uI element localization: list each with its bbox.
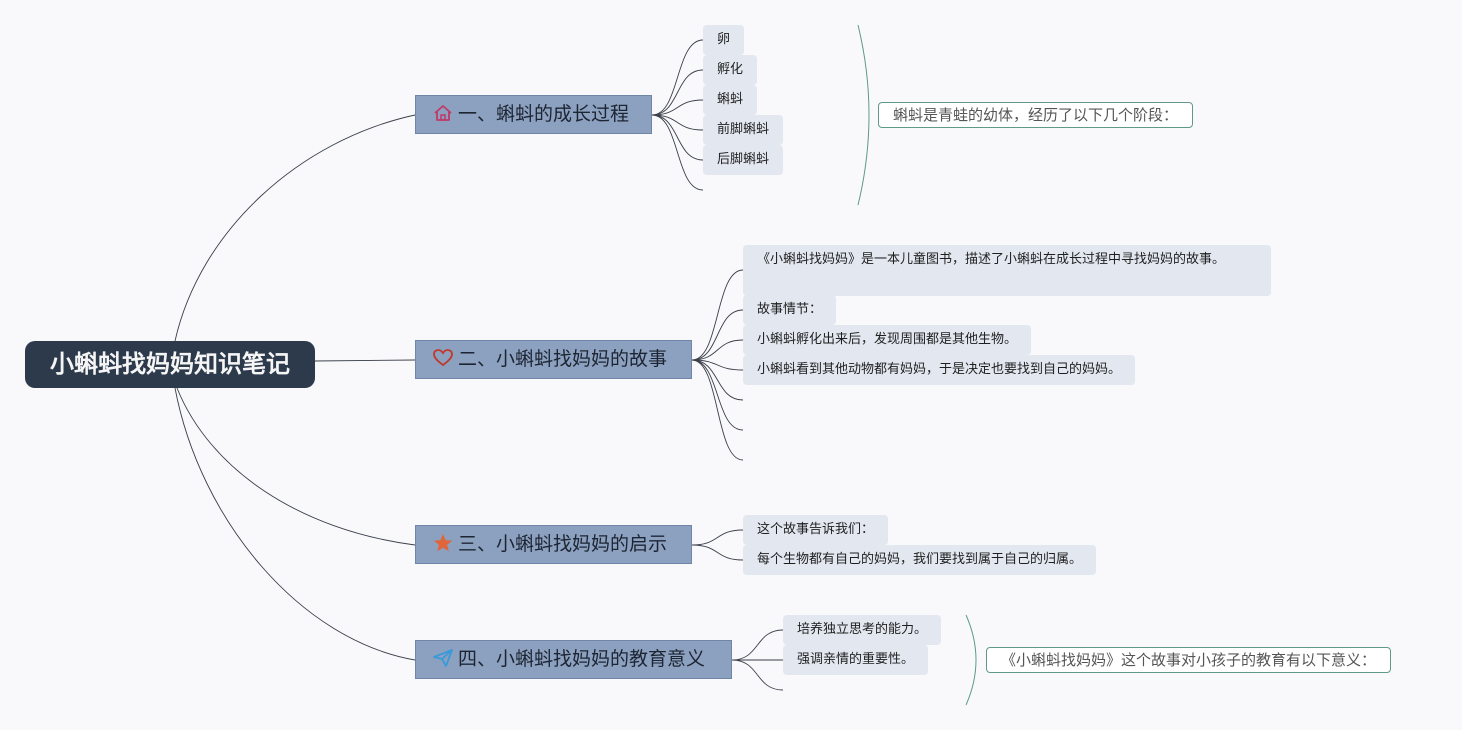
link-b3-leaf-1 bbox=[691, 529, 744, 546]
link-b1-leaf-3 bbox=[651, 99, 704, 116]
leaf-independent-thinking[interactable]: 培养独立思考的能力。 bbox=[783, 615, 942, 645]
link-b1-leaf-5 bbox=[651, 114, 704, 161]
link-b1-leaf-4 bbox=[651, 114, 704, 131]
branch-growth-process[interactable]: 一、蝌蚪的成长过程 bbox=[415, 95, 652, 134]
link-root-branch-3 bbox=[176, 387, 416, 546]
summary-growth-stages[interactable]: 蝌蚪是青蛙的幼体，经历了以下几个阶段： bbox=[878, 102, 1194, 128]
link-b4-empty bbox=[731, 659, 784, 691]
send-icon bbox=[432, 645, 454, 667]
leaf-plot-decide[interactable]: 小蝌蚪看到其他动物都有妈妈，于是决定也要找到自己的妈妈。 bbox=[743, 355, 1136, 385]
link-b1-leaf-1 bbox=[651, 39, 704, 116]
branch-label: 三、小蝌蚪找妈妈的启示 bbox=[458, 533, 668, 555]
leaf-tadpole[interactable]: 蝌蚪 bbox=[703, 85, 758, 115]
heart-icon bbox=[432, 345, 454, 367]
link-b2-empty-2 bbox=[691, 359, 744, 431]
link-b2-leaf-3 bbox=[691, 339, 744, 361]
link-b2-leaf-1 bbox=[691, 269, 744, 361]
link-root-branch-1 bbox=[174, 114, 416, 342]
star-icon bbox=[432, 530, 454, 552]
leaf-family-importance[interactable]: 强调亲情的重要性。 bbox=[783, 645, 929, 675]
branch-label: 二、小蝌蚪找妈妈的故事 bbox=[458, 348, 668, 370]
leaf-front-leg-tadpole[interactable]: 前脚蝌蚪 bbox=[703, 115, 784, 145]
link-b4-leaf-1 bbox=[731, 629, 784, 661]
link-b2-empty-3 bbox=[691, 359, 744, 461]
link-root-branch-2 bbox=[314, 359, 416, 362]
leaf-plot-hatched[interactable]: 小蝌蚪孵化出来后，发现周围都是其他生物。 bbox=[743, 325, 1032, 355]
leaf-belonging[interactable]: 每个生物都有自己的妈妈，我们要找到属于自己的归属。 bbox=[743, 545, 1097, 575]
branch-label: 四、小蝌蚪找妈妈的教育意义 bbox=[458, 648, 706, 670]
link-b3-leaf-2 bbox=[691, 544, 744, 561]
link-root-branch-4 bbox=[174, 387, 416, 661]
leaf-story-tells[interactable]: 这个故事告诉我们： bbox=[743, 515, 889, 545]
branch-education[interactable]: 四、小蝌蚪找妈妈的教育意义 bbox=[415, 640, 732, 679]
link-b2-empty-1 bbox=[691, 359, 744, 401]
link-b1-leaf-2 bbox=[651, 69, 704, 116]
summary-bracket-4 bbox=[965, 614, 977, 706]
root-topic[interactable]: 小蝌蚪找妈妈知识笔记 bbox=[25, 341, 315, 388]
link-b2-leaf-2 bbox=[691, 309, 744, 361]
branch-story[interactable]: 二、小蝌蚪找妈妈的故事 bbox=[415, 340, 692, 379]
branch-revelation[interactable]: 三、小蝌蚪找妈妈的启示 bbox=[415, 525, 692, 564]
summary-bracket-1 bbox=[857, 24, 870, 206]
home-icon bbox=[432, 100, 454, 122]
leaf-egg[interactable]: 卵 bbox=[703, 25, 745, 55]
leaf-book-intro[interactable]: 《小蝌蚪找妈妈》是一本儿童图书，描述了小蝌蚪在成长过程中寻找妈妈的故事。 bbox=[743, 245, 1271, 296]
summary-education-meaning[interactable]: 《小蝌蚪找妈妈》这个故事对小孩子的教育有以下意义： bbox=[986, 647, 1392, 673]
branch-label: 一、蝌蚪的成长过程 bbox=[458, 103, 630, 125]
leaf-hind-leg-tadpole[interactable]: 后脚蝌蚪 bbox=[703, 145, 784, 175]
link-b1-empty bbox=[651, 114, 704, 191]
leaf-plot-heading[interactable]: 故事情节： bbox=[743, 295, 837, 325]
link-b2-leaf-4 bbox=[691, 359, 744, 371]
leaf-hatching[interactable]: 孵化 bbox=[703, 55, 758, 85]
